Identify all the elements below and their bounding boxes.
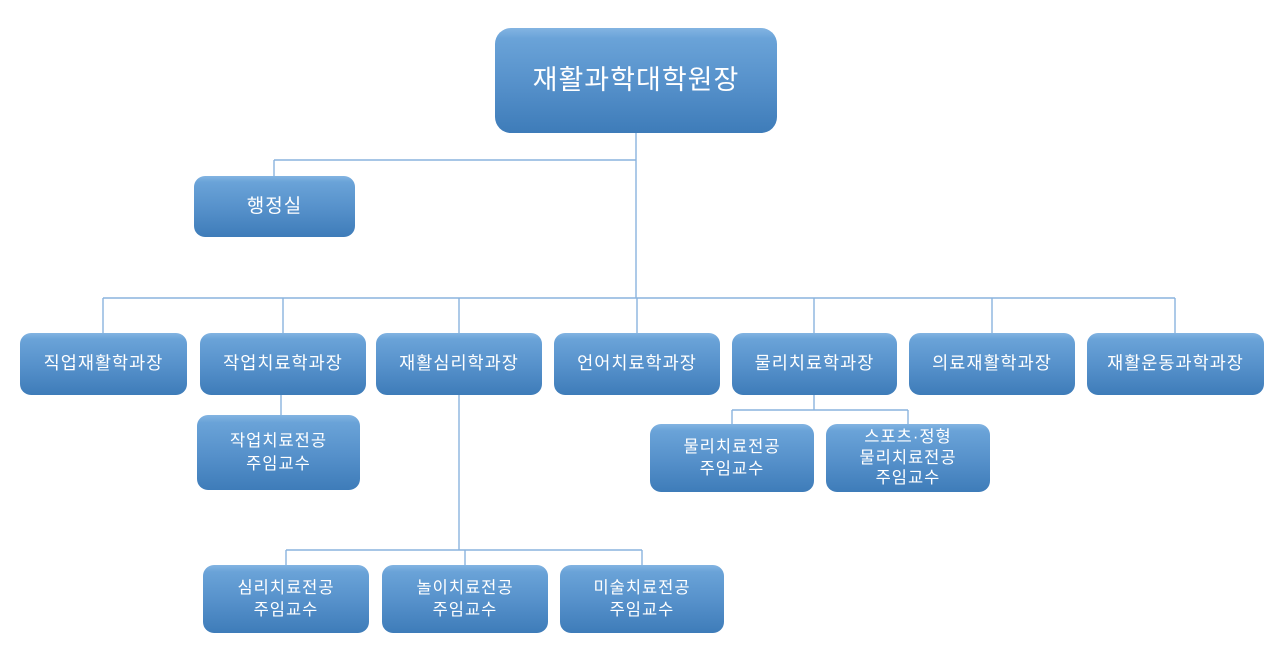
org-node-art-therapy-chief-professor: 미술치료전공 주임교수 bbox=[560, 565, 724, 633]
org-node-speech-therapy-chair: 언어치료학과장 bbox=[554, 333, 720, 395]
org-node-physical-therapy-chair: 물리치료학과장 bbox=[732, 333, 897, 395]
org-node-occupational-therapy-chief-professor: 작업치료전공 주임교수 bbox=[197, 415, 360, 490]
org-node-vocational-rehab-chair: 직업재활학과장 bbox=[20, 333, 187, 395]
org-node-rehab-psychology-chair: 재활심리학과장 bbox=[376, 333, 542, 395]
org-node-play-therapy-chief-professor: 놀이치료전공 주임교수 bbox=[382, 565, 548, 633]
org-node-admin-office: 행정실 bbox=[194, 176, 355, 237]
org-node-physical-therapy-chief-professor: 물리치료전공 주임교수 bbox=[650, 424, 814, 492]
org-node-rehab-exercise-science-chair: 재활운동과학과장 bbox=[1087, 333, 1264, 395]
org-node-occupational-therapy-chair: 작업치료학과장 bbox=[200, 333, 366, 395]
org-node-dean: 재활과학대학원장 bbox=[495, 28, 777, 133]
org-node-sports-ortho-physical-therapy-chief-professor: 스포츠·정형 물리치료전공 주임교수 bbox=[826, 424, 990, 492]
org-node-psychotherapy-chief-professor: 심리치료전공 주임교수 bbox=[203, 565, 369, 633]
org-node-medical-rehab-chair: 의료재활학과장 bbox=[909, 333, 1075, 395]
